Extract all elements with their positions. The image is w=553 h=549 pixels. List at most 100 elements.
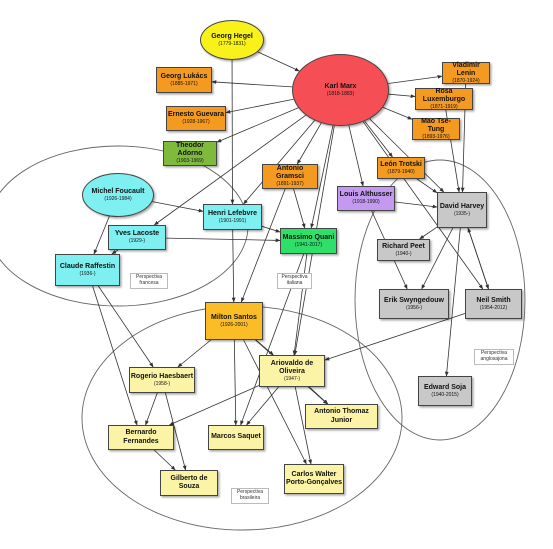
edge-marx-to-adorno <box>216 107 299 143</box>
node-name: Neil Smith <box>476 296 511 304</box>
node-name: Vladimir Lenin <box>452 61 480 77</box>
node-years: (1940-) <box>395 250 412 257</box>
edge-santos-to-oliveira <box>255 339 274 356</box>
node-name: Ernesto Guevara <box>167 111 225 119</box>
node-peet: Richard Peet(1940-) <box>377 239 430 261</box>
node-althusser: Louis Althusser(1918-1990) <box>337 186 395 211</box>
edge-haesbaert-to-souza <box>165 392 187 471</box>
edge-raffestin-to-fernandes <box>92 285 138 426</box>
node-name: Theodor Adorno <box>176 142 204 158</box>
edge-foucault-to-raffestin <box>93 216 110 255</box>
edge-haesbaert-to-fernandes <box>145 392 158 426</box>
node-name: Richard Peet <box>382 242 425 250</box>
node-years: (1935-) <box>453 210 471 217</box>
node-name: Massimo Quani <box>282 233 335 241</box>
edge-marx-to-trotski <box>364 120 393 158</box>
node-name: Karl Marx <box>324 82 357 90</box>
edge-fernandes-to-souza <box>153 449 176 471</box>
node-name: Milton Santos <box>211 313 257 321</box>
edge-santos-to-saquet <box>233 339 238 426</box>
node-years: (1901-1991) <box>218 217 247 224</box>
node-porto: Carlos Walter Porto-Gonçalves <box>284 464 344 494</box>
node-luxemburg: Rosa Luxemburgo(1871-1919) <box>415 88 473 110</box>
edge-lacoste-to-raffestin <box>111 249 119 255</box>
node-smith: Neil Smith(1954-2012) <box>465 289 522 319</box>
edge-harvey-to-peet <box>419 226 438 240</box>
node-name: Georg Lukács <box>160 72 208 80</box>
edge-trotski-to-harvey <box>416 178 438 194</box>
node-marx: Karl Marx(1818-1883) <box>292 54 389 126</box>
node-harvey: David Harvey(1935-) <box>437 192 487 228</box>
node-swyngedouw: Erik Swyngedouw(1956-) <box>379 289 449 319</box>
node-years: (1926-2001) <box>220 321 248 328</box>
node-years: (1947-) <box>283 375 301 382</box>
node-name: David Harvey <box>439 202 485 210</box>
node-saquet: Marcos Saquet <box>208 425 264 450</box>
edge-marx-to-lukacs <box>211 80 293 88</box>
node-years: (1928-1967) <box>182 119 210 126</box>
node-adorno: Theodor Adorno(1903-1969) <box>163 141 217 166</box>
node-name: Rosa Luxemburgo <box>422 87 466 103</box>
edge-oliveira-to-thomaz <box>309 386 329 405</box>
edge-marx-to-harvey <box>369 118 445 193</box>
node-years: (1885-1971) <box>170 80 198 87</box>
node-name: Georg Hegel <box>211 32 253 40</box>
node-guevara: Ernesto Guevara(1928-1967) <box>166 106 226 131</box>
node-name: Louis Althusser <box>339 191 393 199</box>
node-years: (1958-) <box>153 380 171 387</box>
node-name: León Trotski <box>380 160 422 168</box>
node-souza: Gilberto de Souza <box>160 470 218 496</box>
edge-smith-to-oliveira <box>324 313 466 361</box>
edge-oliveira-to-saquet <box>246 386 279 426</box>
node-years: (1926-1984) <box>104 195 132 202</box>
edge-oliveira-to-porto <box>294 386 312 465</box>
node-raffestin: Claude Raffestin(1936-) <box>55 254 120 286</box>
edge-marx-to-gramsci <box>296 122 322 165</box>
edge-smith-to-harvey <box>467 227 489 290</box>
node-years: (1879-1940) <box>387 168 415 175</box>
node-years: (1929-) <box>128 238 146 245</box>
node-years: (1891-1937) <box>276 181 304 188</box>
node-name: Mao Tse-Tung <box>421 117 451 133</box>
edge-marx-to-lenin <box>388 74 443 84</box>
edge-marx-to-lefebvre <box>243 120 315 205</box>
edge-lefebvre-to-quani <box>261 225 281 233</box>
edge-marx-to-luxemburg <box>388 93 416 99</box>
anglosajona-group <box>354 159 526 441</box>
perspective-label-italiana: Perspectiva italiana <box>277 273 312 289</box>
edge-oliveira-to-fernandes <box>168 385 260 426</box>
node-name: Michel Foucault <box>91 187 145 195</box>
edge-harvey-to-soja <box>444 227 461 377</box>
edge-marx-to-quani <box>310 125 334 229</box>
node-oliveira: Ariovaldo de Oliveira(1947-) <box>259 355 325 387</box>
edge-santos-to-porto <box>243 339 307 465</box>
node-lenin: Vladimir Lenin(1870-1924) <box>442 62 490 84</box>
edge-althusser-to-harvey <box>394 201 438 209</box>
edge-gramsci-to-quani <box>293 188 306 229</box>
node-years: (1871-1919) <box>430 103 458 110</box>
edge-marx-to-guevara <box>225 98 294 114</box>
node-name: Yves Lacoste <box>114 230 160 238</box>
node-trotski: León Trotski(1879-1940) <box>377 157 425 179</box>
node-years: (1936-) <box>79 270 96 277</box>
node-name: Marcos Saquet <box>211 433 261 441</box>
node-years: (1870-1924) <box>452 77 480 84</box>
edge-foucault-to-lefebvre <box>152 201 204 213</box>
node-gramsci: Antonio Gramsci(1891-1937) <box>262 164 318 189</box>
node-name: Henri Lefebvre <box>207 209 258 217</box>
node-years: (1903-1969) <box>176 158 204 165</box>
node-name: Antonio Gramsci <box>275 165 305 181</box>
node-years: (1956-) <box>405 304 423 311</box>
edge-raffestin-to-haesbaert <box>98 285 154 368</box>
node-mao: Mao Tse-Tung(1893-1976) <box>412 118 460 140</box>
node-lacoste: Yves Lacoste(1929-) <box>108 225 166 250</box>
node-name: Rogerio Haesbaert <box>130 372 194 380</box>
node-thomaz: Antonio Thomaz Junior <box>305 404 378 429</box>
node-years: (1779-1831) <box>218 40 246 47</box>
node-name: Erik Swyngedouw <box>384 296 444 304</box>
node-years: (1918-1990) <box>352 199 380 206</box>
node-soja: Edward Soja(1940-2015) <box>418 376 472 406</box>
node-name: Antonio Thomaz Junior <box>314 408 369 424</box>
node-name: Carlos Walter Porto-Gonçalves <box>285 470 342 486</box>
edge-harvey-to-swyngedouw <box>421 227 454 290</box>
